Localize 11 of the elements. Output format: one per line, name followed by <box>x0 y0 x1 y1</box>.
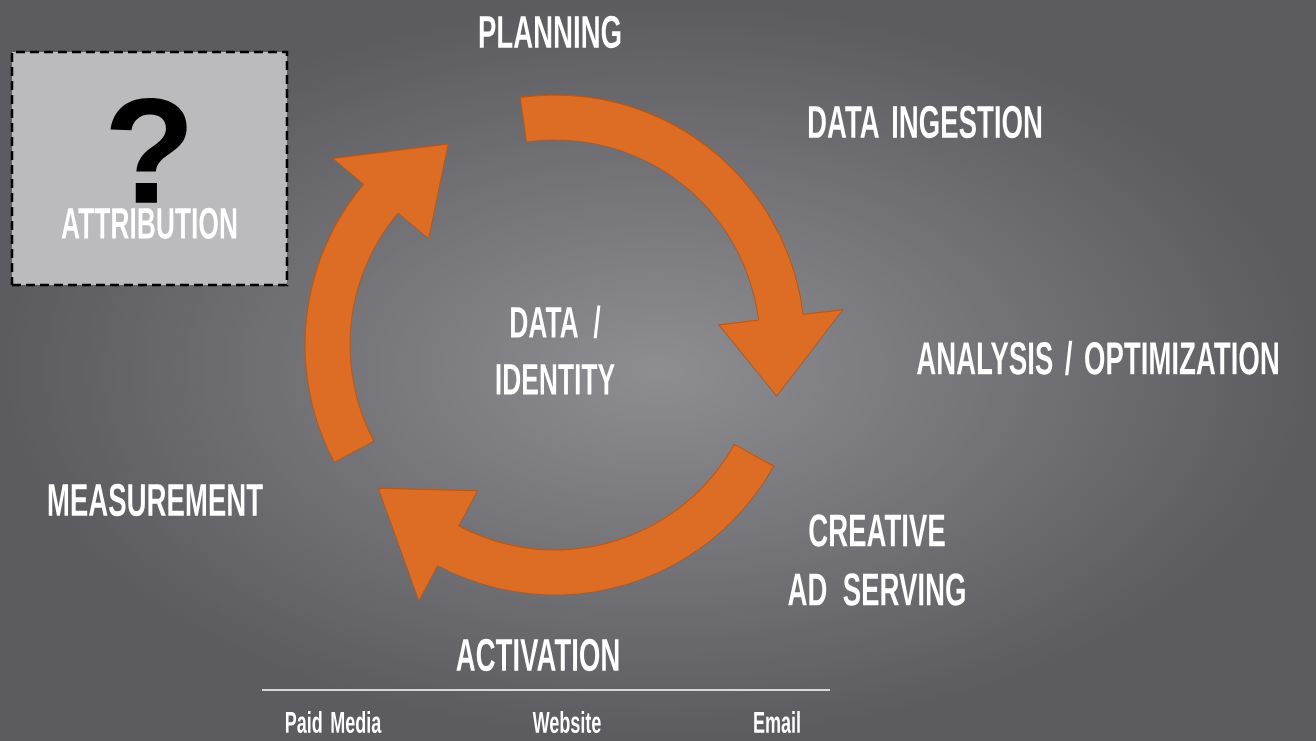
cycle-label: MEASUREMENT <box>48 483 263 517</box>
cycle-label: ANALYSIS / OPTIMIZATION <box>917 340 1278 376</box>
attribution-box: ? ATTRIBUTION <box>10 50 289 287</box>
cycle-label: DATA INGESTION <box>808 105 1042 139</box>
cycle-label: Paid Media <box>285 711 382 733</box>
cycle-label: ACTIVATION <box>456 638 619 672</box>
cycle-label: PLANNING <box>479 15 621 49</box>
cycle-label: CREATIVE AD SERVING <box>788 514 965 606</box>
cycle-label: DATA / IDENTITY <box>496 305 615 395</box>
cycle-label: Email <box>754 711 800 733</box>
cycle-label: Website <box>532 711 601 733</box>
